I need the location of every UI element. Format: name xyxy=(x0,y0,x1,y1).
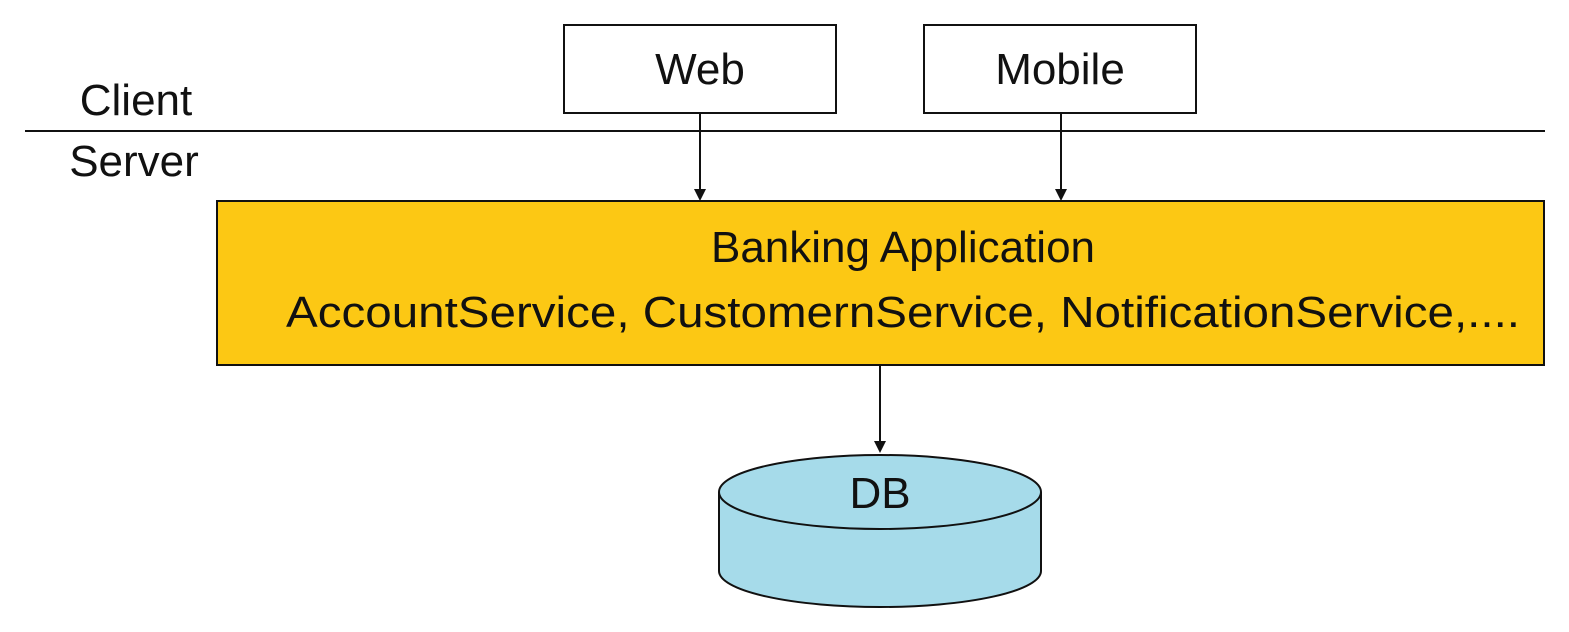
database-cylinder-top xyxy=(718,454,1042,530)
client-zone-label: Client xyxy=(80,76,193,125)
mobile-client-box xyxy=(923,24,1197,114)
database-node: DB xyxy=(718,454,1042,608)
banking-application-services: AccountService, CustomernService, Notifi… xyxy=(286,288,1520,337)
banking-application-title: Banking Application xyxy=(711,223,1095,272)
mobile-client-node: Mobile xyxy=(923,24,1197,114)
web-client-label: Web xyxy=(655,45,745,94)
banking-application-box xyxy=(216,200,1545,366)
mobile-client-label: Mobile xyxy=(995,45,1125,94)
banking-application-node: Banking Application AccountService, Cust… xyxy=(216,200,1545,366)
server-zone-label: Server xyxy=(69,137,199,186)
database-label: DB xyxy=(849,469,910,518)
web-client-node: Web xyxy=(563,24,837,114)
